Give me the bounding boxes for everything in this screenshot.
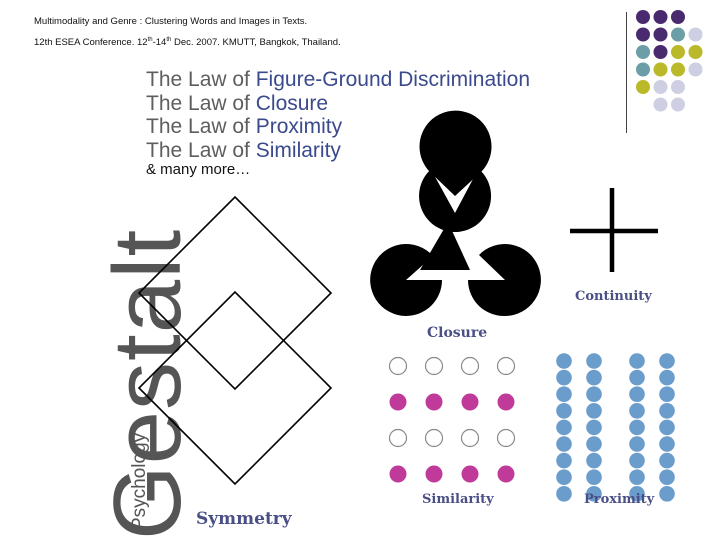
proximity-dot [586,452,602,469]
proximity-figure [556,353,675,502]
proximity-dot [556,419,572,436]
law-proximity: The Law of Proximity [146,115,343,138]
proximity-dot [629,419,645,436]
proximity-dot [629,436,645,452]
symmetry-caption: Symmetry [196,509,293,529]
continuity-figure [570,188,658,272]
proximity-dot [629,452,645,469]
proximity-caption: Proximity [584,492,655,507]
similarity-dot-filled [425,393,443,411]
similarity-dot-hollow [424,356,444,376]
header-line-2: 12th ESEA Conference. 12th-14th Dec. 200… [34,37,341,49]
proximity-dot [556,369,572,386]
similarity-caption: Similarity [422,492,494,507]
proximity-dot [659,469,675,486]
proximity-dot [556,403,572,419]
proximity-dot [629,353,645,369]
law-figure-ground: The Law of Figure-Ground Discrimination [146,68,530,91]
proximity-dot [556,452,572,469]
proximity-dot [629,403,645,419]
laws-list: The Law of Figure-Ground Discrimination … [146,68,530,162]
proximity-dot [659,419,675,436]
closure-caption: Closure [427,325,487,341]
proximity-dot [586,353,602,369]
similarity-dot-filled [389,393,407,411]
proximity-dot [586,403,602,419]
proximity-dot [659,452,675,469]
proximity-dot [586,436,602,452]
similarity-dot-hollow [460,356,480,376]
similarity-dot-filled [425,465,443,483]
similarity-dot-hollow [388,428,408,448]
law-similarity: The Law of Similarity [146,138,341,162]
similarity-dot-filled [461,465,479,483]
proximity-dot [556,386,572,403]
header-line-1: Multimodality and Genre : Clustering Wor… [34,16,308,27]
similarity-dot-hollow [496,356,516,376]
continuity-caption: Continuity [575,289,652,304]
proximity-dot [586,469,602,486]
proximity-dot [629,386,645,403]
conference-header: Multimodality and Genre : Clustering Wor… [34,13,341,52]
similarity-dot-filled [389,465,407,483]
proximity-dot [556,486,572,502]
proximity-dot [659,386,675,403]
proximity-dot [659,486,675,502]
proximity-dot [556,436,572,452]
proximity-dot [629,369,645,386]
proximity-dot [586,419,602,436]
similarity-dot-filled [497,393,515,411]
similarity-figure [388,356,516,483]
proximity-dot [659,353,675,369]
proximity-dot [659,436,675,452]
similarity-dot-hollow [460,428,480,448]
similarity-dot-hollow [496,428,516,448]
similarity-dot-filled [461,393,479,411]
proximity-dot [556,469,572,486]
closure-pacmen [370,110,541,317]
law-closure: The Law of Closure [146,91,329,115]
proximity-dot [659,369,675,386]
proximity-dot [556,353,572,369]
proximity-dot [586,386,602,403]
proximity-dot [629,469,645,486]
similarity-dot-filled [497,465,515,483]
symmetry-figure [137,195,333,486]
proximity-dot [629,486,645,502]
proximity-dot [659,403,675,419]
many-more-text: & many more… [146,161,251,178]
corner-divider-line [626,12,627,133]
similarity-dot-hollow [388,356,408,376]
closure-figure [419,160,492,270]
proximity-dot [586,369,602,386]
proximity-dot [586,486,602,502]
similarity-dot-hollow [424,428,444,448]
